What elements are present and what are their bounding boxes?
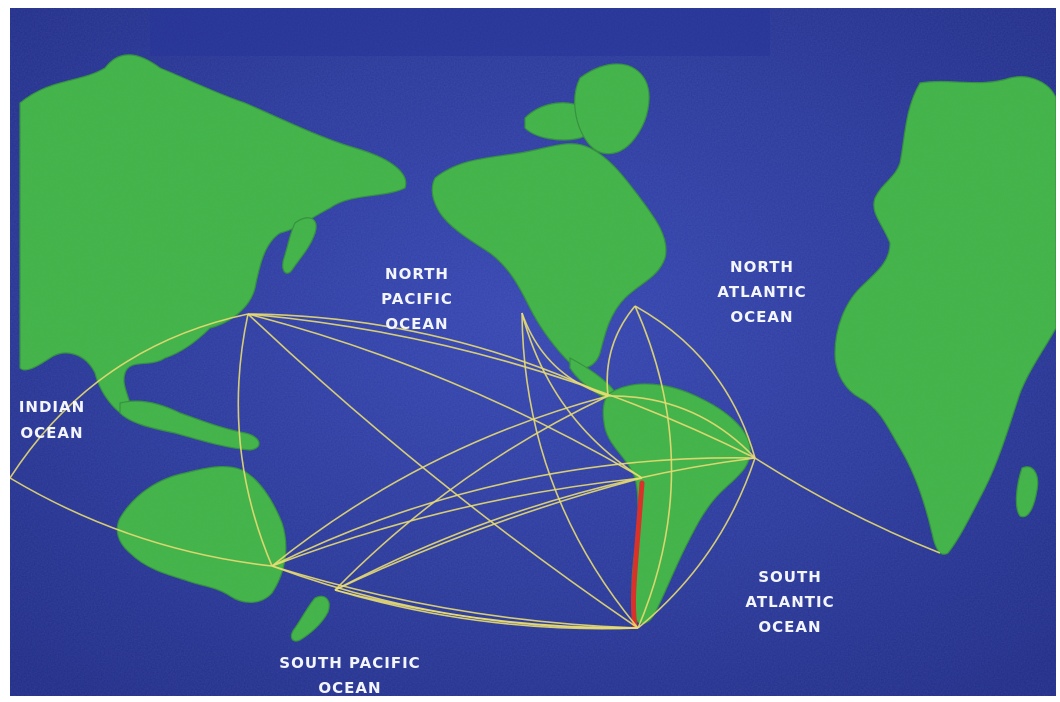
route-north-america-west-to-central-america [521, 312, 609, 397]
indian-ocean-label: INDIAN OCEAN [19, 398, 85, 442]
north-atlantic-line-3: OCEAN [730, 308, 793, 326]
shipping-routes [10, 305, 941, 630]
south-pacific-label: SOUTH PACIFIC OCEAN [279, 654, 420, 696]
route-new-zealand-to-west-south-america [334, 477, 643, 591]
south-atlantic-line-2: ATLANTIC [745, 593, 834, 611]
route-australia-to-east-south-america [271, 457, 756, 567]
route-east-asia-to-australia [237, 313, 273, 567]
route-north-america-east-to-east-south-america [634, 305, 756, 459]
chile-coast-highlight [630, 480, 645, 629]
route-east-south-america-to-south-africa [754, 457, 941, 554]
route-australia-to-cape-horn [271, 565, 639, 629]
japan-landmass [282, 217, 317, 274]
asia-landmass [19, 54, 407, 419]
route-east-asia-to-west-south-america [247, 313, 643, 479]
route-new-zealand-to-central-america [334, 395, 609, 591]
south-atlantic-line-3: OCEAN [758, 618, 821, 636]
north-atlantic-line-2: ATLANTIC [717, 283, 806, 301]
world-map: NORTH PACIFIC OCEAN NORTH ATLANTIC OCEAN… [10, 8, 1056, 696]
north-pacific-label: NORTH PACIFIC OCEAN [381, 265, 453, 333]
south-pacific-line-2: OCEAN [318, 679, 381, 696]
route-north-america-east-to-central-america [606, 305, 636, 397]
route-north-america-west-to-cape-horn [521, 312, 639, 629]
route-east-asia-to-central-america [247, 313, 609, 397]
landmasses [19, 54, 1056, 642]
route-north-america-east-to-cape-horn [634, 305, 673, 629]
south-pacific-line-1: SOUTH PACIFIC [279, 654, 420, 672]
indian-ocean-line-2: OCEAN [20, 424, 83, 442]
route-australia-to-central-america [271, 395, 609, 567]
north-pacific-line-2: PACIFIC [381, 290, 453, 308]
route-australia-to-west-south-america [271, 477, 643, 567]
north-america-landmass [431, 143, 667, 369]
africa-europe-landmass [834, 76, 1056, 555]
route-new-zealand-to-east-south-america [334, 457, 756, 591]
route-east-asia-to-east-south-america [247, 313, 756, 459]
north-pacific-line-3: OCEAN [385, 315, 448, 333]
new-zealand-landmass [290, 595, 330, 642]
route-central-america-to-east-south-america [607, 395, 756, 459]
route-north-america-west-to-west-south-america [521, 312, 643, 479]
indonesia-islands [119, 400, 260, 451]
south-atlantic-label: SOUTH ATLANTIC OCEAN [745, 568, 834, 636]
route-east-asia-to-cape-horn [247, 313, 639, 629]
south-atlantic-line-1: SOUTH [758, 568, 822, 586]
route-cape-horn-to-australia [271, 565, 639, 629]
madagascar-landmass [1015, 466, 1039, 518]
greenland-landmass [574, 63, 650, 155]
australia-landmass [116, 465, 287, 603]
route-cape-horn-to-east-south-america [637, 457, 756, 629]
north-atlantic-line-1: NORTH [730, 258, 794, 276]
north-pacific-line-1: NORTH [385, 265, 449, 283]
route-australia-to-indian-west [10, 477, 273, 567]
indian-ocean-line-1: INDIAN [19, 398, 85, 416]
route-cape-horn-to-new-zealand [334, 589, 639, 630]
top-band [150, 8, 770, 56]
route-east-asia-to-indian-west [10, 313, 249, 479]
north-atlantic-label: NORTH ATLANTIC OCEAN [717, 258, 806, 326]
